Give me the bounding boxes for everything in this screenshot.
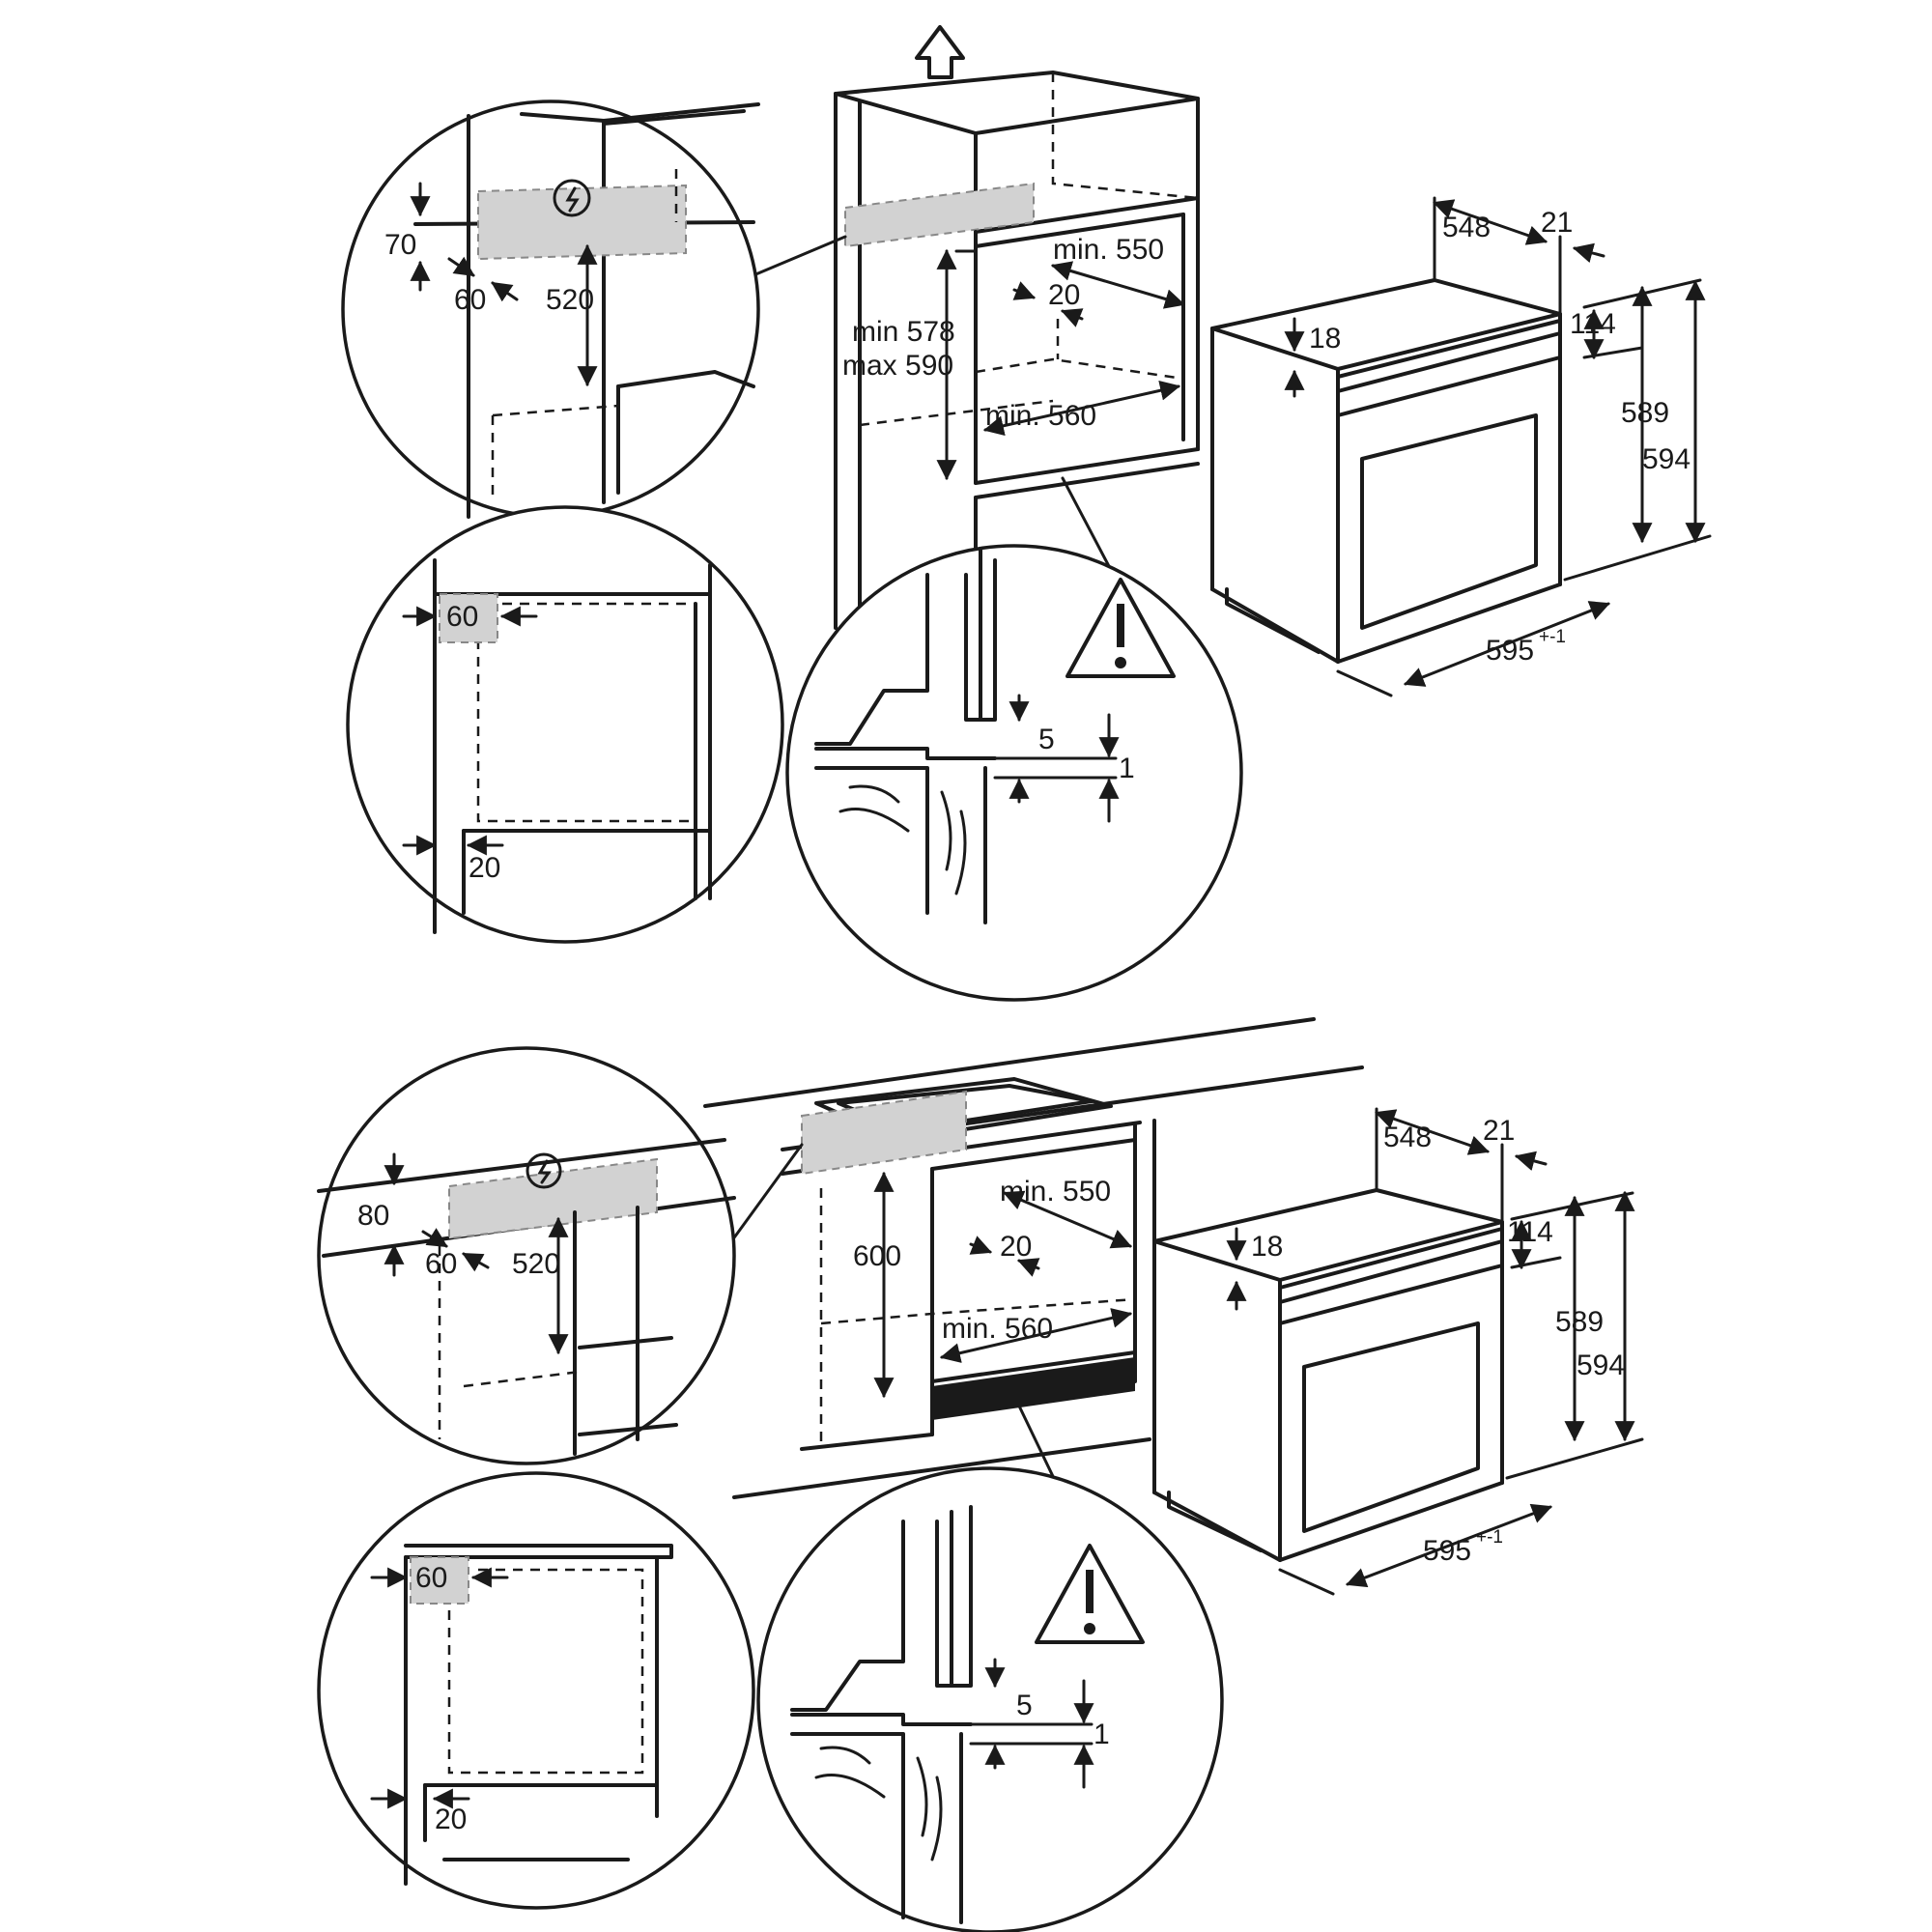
bottom-side-20-label: 20 xyxy=(435,1804,467,1835)
top-oven-595-label: 595 xyxy=(1486,635,1534,667)
top-oven-tolerance-label: +-1 xyxy=(1539,627,1566,647)
top-side-detail: 60 20 xyxy=(346,505,784,944)
top-min-550-label: min. 550 xyxy=(1053,234,1164,266)
bottom-socket-60-label: 60 xyxy=(425,1248,457,1280)
base-cabinet: min. 550 20 600 min. 560 xyxy=(703,1017,1364,1519)
bottom-side-60-label: 60 xyxy=(415,1562,447,1594)
bottom-gap-20-label: 20 xyxy=(1000,1231,1032,1263)
top-oven-18-label: 18 xyxy=(1309,323,1341,355)
top-socket-detail: 70 60 520 xyxy=(341,99,760,519)
top-floor-5-label: 5 xyxy=(1038,724,1055,755)
warning-triangle-icon xyxy=(1035,1544,1145,1644)
bottom-floor-5-label: 5 xyxy=(1016,1690,1033,1721)
warning-triangle-icon xyxy=(1065,578,1176,678)
bottom-oven-21-label: 21 xyxy=(1483,1115,1515,1147)
bottom-socket-detail: 80 60 520 xyxy=(317,1046,736,1465)
bottom-oven-548-label: 548 xyxy=(1383,1122,1432,1153)
top-min-560-label: min. 560 xyxy=(985,400,1096,432)
tall-cabinet: min. 550 20 min 578 max 590 min. 560 xyxy=(752,71,1200,630)
top-floor-1-label: 1 xyxy=(1119,753,1135,784)
top-oven: 548 21 18 114 589 594 595 +-1 xyxy=(1210,196,1712,697)
up-arrow-icon xyxy=(915,25,965,79)
bottom-socket-520-label: 520 xyxy=(512,1248,560,1280)
bottom-oven-tolerance-label: +-1 xyxy=(1476,1527,1503,1548)
top-oven-589-label: 589 xyxy=(1621,397,1669,429)
electric-hazard-icon xyxy=(553,179,591,217)
bottom-floor-1-label: 1 xyxy=(1094,1719,1110,1750)
electric-hazard-icon xyxy=(526,1152,562,1189)
bottom-oven-595-label: 595 xyxy=(1423,1535,1471,1567)
top-oven-114-label: 114 xyxy=(1570,308,1616,340)
bottom-oven-114-label: 114 xyxy=(1507,1216,1553,1248)
top-oven-594-label: 594 xyxy=(1642,443,1690,475)
bottom-oven-18-label: 18 xyxy=(1251,1231,1283,1263)
bottom-oven-589-label: 589 xyxy=(1555,1306,1604,1338)
bottom-oven: 548 21 18 114 589 594 595 +-1 xyxy=(1152,1107,1644,1596)
top-installation: min. 550 20 min 578 max 590 min. 560 xyxy=(341,25,1712,1002)
bottom-socket-80-label: 80 xyxy=(357,1200,389,1232)
bottom-installation: min. 550 20 600 min. 560 xyxy=(317,1017,1644,1932)
top-max-590-label: max 590 xyxy=(842,350,953,382)
top-socket-60-label: 60 xyxy=(454,284,486,316)
top-oven-548-label: 548 xyxy=(1442,212,1491,243)
bottom-side-detail: 60 20 xyxy=(317,1471,755,1910)
bottom-floor-detail: 5 1 xyxy=(756,1466,1224,1932)
bottom-oven-594-label: 594 xyxy=(1577,1350,1625,1381)
top-floor-detail: 5 1 xyxy=(785,544,1243,1002)
top-min-578-label: min 578 xyxy=(852,316,955,348)
top-oven-21-label: 21 xyxy=(1541,207,1573,239)
top-socket-70-label: 70 xyxy=(384,229,416,261)
top-socket-520-label: 520 xyxy=(546,284,594,316)
bottom-min-550-label: min. 550 xyxy=(1000,1176,1111,1208)
top-side-60-label: 60 xyxy=(446,601,478,633)
top-side-20-label: 20 xyxy=(469,852,500,884)
bottom-min-560-label: min. 560 xyxy=(942,1313,1053,1345)
bottom-600-label: 600 xyxy=(853,1240,901,1272)
top-gap-20-label: 20 xyxy=(1048,279,1080,311)
